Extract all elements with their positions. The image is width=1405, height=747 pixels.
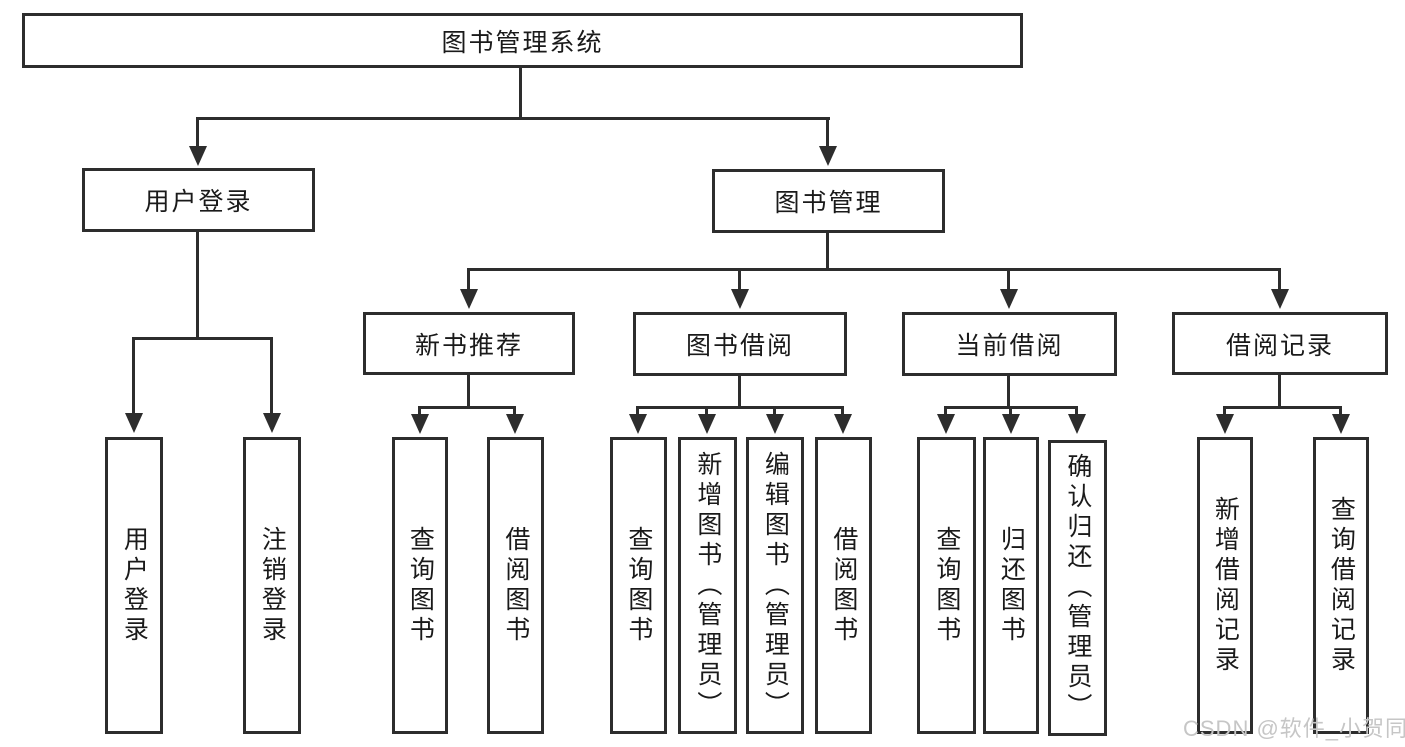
arrow-head-icon bbox=[731, 289, 749, 309]
arrow-head-icon bbox=[698, 414, 716, 434]
arrow-stem bbox=[1007, 268, 1010, 291]
arrow-stem bbox=[705, 406, 708, 416]
arrow-head-icon bbox=[629, 414, 647, 434]
arrow-stem bbox=[738, 268, 741, 291]
arrow-stem bbox=[1223, 406, 1226, 416]
connector-line bbox=[738, 376, 741, 408]
leaf-confirm-return-admin: 确认归还（管理员） bbox=[1048, 440, 1107, 736]
connector-line bbox=[1224, 406, 1342, 409]
arrow-stem bbox=[1075, 406, 1078, 416]
arrow-head-icon bbox=[1332, 414, 1350, 434]
connector-line bbox=[132, 337, 273, 340]
arrow-stem bbox=[196, 117, 199, 148]
node-label: 图书借阅 bbox=[685, 332, 794, 360]
leaf-query-books-1: 查询图书 bbox=[392, 437, 448, 734]
node-label: 新增图书（管理员） bbox=[693, 450, 722, 721]
arrow-stem bbox=[826, 117, 829, 148]
arrow-stem bbox=[944, 406, 947, 416]
node-label: 借阅图书 bbox=[829, 525, 858, 646]
node-book-borrowing: 图书借阅 bbox=[633, 312, 847, 376]
node-label: 图书管理系统 bbox=[441, 28, 604, 57]
arrow-stem bbox=[132, 337, 135, 415]
leaf-add-borrow-record: 新增借阅记录 bbox=[1197, 437, 1253, 734]
connector-line bbox=[196, 232, 199, 339]
leaf-add-book-admin: 新增图书（管理员） bbox=[678, 437, 737, 734]
arrow-stem bbox=[1339, 406, 1342, 416]
leaf-logout: 注销登录 bbox=[243, 437, 301, 734]
arrow-stem bbox=[1278, 268, 1281, 291]
connector-line bbox=[419, 406, 516, 409]
leaf-borrow-books-1: 借阅图书 bbox=[487, 437, 544, 734]
connector-line bbox=[519, 68, 522, 119]
connector-line bbox=[826, 233, 829, 271]
arrow-head-icon bbox=[263, 413, 281, 433]
arrow-head-icon bbox=[834, 414, 852, 434]
leaf-edit-book-admin: 编辑图书（管理员） bbox=[746, 437, 804, 734]
arrow-head-icon bbox=[1000, 289, 1018, 309]
leaf-user-login: 用户登录 bbox=[105, 437, 163, 734]
leaf-query-borrow-record: 查询借阅记录 bbox=[1313, 437, 1369, 734]
arrow-head-icon bbox=[766, 414, 784, 434]
arrow-stem bbox=[773, 406, 776, 416]
arrow-head-icon bbox=[819, 146, 837, 166]
leaf-return-books: 归还图书 bbox=[983, 437, 1039, 734]
arrow-stem bbox=[418, 406, 421, 416]
arrow-head-icon bbox=[1002, 414, 1020, 434]
arrow-stem bbox=[636, 406, 639, 416]
node-label: 借阅记录 bbox=[1225, 331, 1334, 360]
connector-line bbox=[1278, 375, 1281, 408]
leaf-query-books-2: 查询图书 bbox=[610, 437, 667, 734]
csdn-watermark: CSDN @软件_小贺同学 bbox=[1183, 716, 1405, 741]
node-borrowing-records: 借阅记录 bbox=[1172, 312, 1388, 375]
arrow-head-icon bbox=[937, 414, 955, 434]
node-user-login: 用户登录 bbox=[82, 168, 315, 232]
connector-line bbox=[467, 375, 470, 408]
node-label: 查询图书 bbox=[406, 525, 435, 646]
node-current-borrowing: 当前借阅 bbox=[902, 312, 1117, 376]
node-label: 编辑图书（管理员） bbox=[761, 450, 790, 721]
arrow-head-icon bbox=[506, 414, 524, 434]
node-label: 借阅图书 bbox=[501, 525, 530, 646]
node-label: 注销登录 bbox=[258, 525, 287, 646]
leaf-query-books-3: 查询图书 bbox=[917, 437, 976, 734]
connector-line bbox=[197, 117, 830, 120]
node-new-book-recommendation: 新书推荐 bbox=[363, 312, 575, 375]
arrow-stem bbox=[841, 406, 844, 416]
node-label: 新书推荐 bbox=[414, 331, 523, 360]
node-label: 新增借阅记录 bbox=[1211, 495, 1240, 676]
connector-line bbox=[637, 406, 844, 409]
node-label: 用户登录 bbox=[144, 188, 253, 216]
arrow-stem bbox=[467, 268, 470, 291]
arrow-head-icon bbox=[1068, 414, 1086, 434]
arrow-head-icon bbox=[1271, 289, 1289, 309]
connector-line bbox=[468, 268, 1281, 271]
node-label: 当前借阅 bbox=[955, 332, 1064, 360]
arrow-stem bbox=[513, 406, 516, 416]
node-label: 图书管理 bbox=[774, 189, 883, 217]
node-label: 用户登录 bbox=[120, 525, 149, 646]
node-label: 查询借阅记录 bbox=[1327, 495, 1356, 676]
connector-line bbox=[1007, 376, 1010, 408]
arrow-stem bbox=[1009, 406, 1012, 416]
arrow-head-icon bbox=[189, 146, 207, 166]
leaf-borrow-books-2: 借阅图书 bbox=[815, 437, 872, 734]
arrow-stem bbox=[270, 337, 273, 415]
arrow-head-icon bbox=[411, 414, 429, 434]
node-label: 查询图书 bbox=[932, 525, 961, 646]
arrow-head-icon bbox=[125, 413, 143, 433]
node-book-management: 图书管理 bbox=[712, 169, 945, 233]
node-library-management-system: 图书管理系统 bbox=[22, 13, 1023, 68]
arrow-head-icon bbox=[460, 289, 478, 309]
node-label: 确认归还（管理员） bbox=[1063, 453, 1092, 723]
arrow-head-icon bbox=[1216, 414, 1234, 434]
node-label: 归还图书 bbox=[997, 525, 1026, 646]
node-label: 查询图书 bbox=[624, 525, 653, 646]
